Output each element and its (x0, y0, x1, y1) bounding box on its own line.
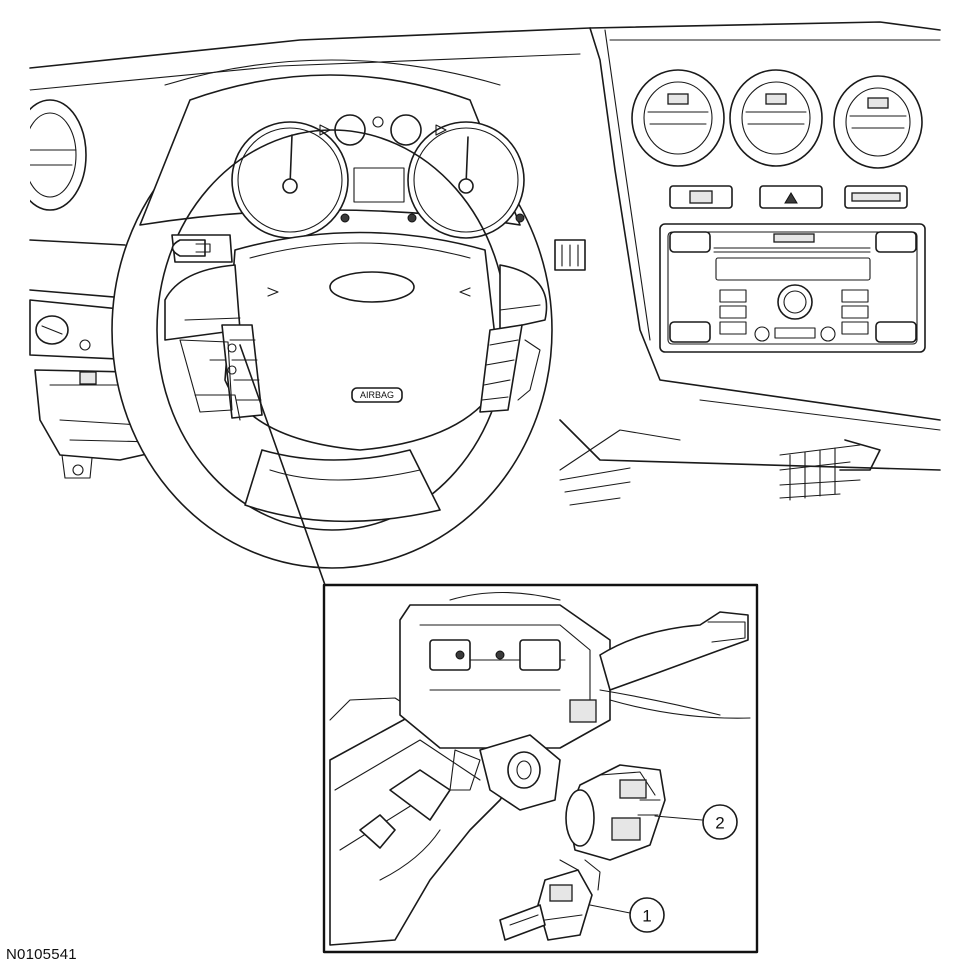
dashboard (29, 21, 941, 471)
callout-1-label: 1 (642, 907, 651, 926)
right-lower-bracket (779, 444, 861, 501)
ignition-switch-component (565, 764, 666, 861)
center-lower-bracket (559, 467, 631, 506)
center-air-vents (631, 69, 923, 169)
callout-1: 1 (589, 897, 665, 933)
connector-component (499, 869, 593, 941)
left-air-vent (0, 90, 87, 230)
center-switch-row (669, 185, 908, 209)
audio-unit (659, 223, 926, 353)
detail-view (322, 583, 759, 954)
callout-2-label: 2 (715, 814, 724, 833)
steering-wheel: AIRBAG (111, 59, 586, 569)
airbag-label: AIRBAG (360, 390, 394, 400)
callout-2: 2 (654, 804, 738, 840)
figure-reference-code: N0105541 (6, 946, 77, 963)
detail-leader-line (239, 344, 326, 586)
